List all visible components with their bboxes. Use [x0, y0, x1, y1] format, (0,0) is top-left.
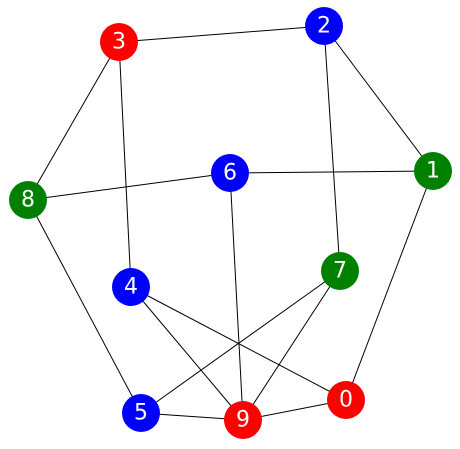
- edge-3-8: [27, 41, 120, 201]
- node-circle-8: [9, 181, 47, 219]
- edge-7-9: [242, 270, 341, 421]
- node-0: 0: [327, 381, 365, 419]
- node-circle-5: [122, 394, 160, 432]
- node-label-2: 2: [317, 14, 331, 39]
- node-label-7: 7: [333, 259, 347, 284]
- node-circle-9: [224, 401, 262, 439]
- node-circle-6: [211, 154, 249, 192]
- node-circle-2: [305, 7, 343, 45]
- node-layer: 0 1 2 3 4 5 6 7 8 9: [9, 7, 452, 439]
- edge-8-5: [27, 199, 142, 414]
- node-circle-0: [327, 381, 365, 419]
- node-6: 6: [211, 154, 249, 192]
- node-5: 5: [122, 394, 160, 432]
- edge-3-4: [118, 41, 132, 288]
- node-circle-1: [414, 152, 452, 190]
- node-2: 2: [305, 7, 343, 45]
- node-label-6: 6: [223, 161, 237, 186]
- node-4: 4: [112, 268, 150, 306]
- edge-2-7: [323, 25, 341, 272]
- node-1: 1: [414, 152, 452, 190]
- node-label-3: 3: [112, 30, 126, 55]
- node-label-5: 5: [134, 401, 148, 426]
- edge-1-0: [345, 170, 434, 401]
- node-label-9: 9: [236, 408, 250, 433]
- edge-8-6: [27, 172, 231, 201]
- node-8: 8: [9, 181, 47, 219]
- node-circle-4: [112, 268, 150, 306]
- edge-6-1: [229, 170, 434, 174]
- edge-7-5: [140, 270, 341, 414]
- node-7: 7: [321, 252, 359, 290]
- node-circle-3: [100, 23, 138, 61]
- edge-3-2: [118, 25, 325, 43]
- edge-layer: [27, 25, 434, 421]
- node-label-0: 0: [339, 388, 353, 413]
- edge-6-9: [229, 172, 244, 421]
- node-label-8: 8: [21, 188, 35, 213]
- edge-2-1: [323, 25, 434, 172]
- node-9: 9: [224, 401, 262, 439]
- node-label-4: 4: [124, 275, 138, 300]
- node-3: 3: [100, 23, 138, 61]
- node-label-1: 1: [426, 159, 440, 184]
- node-circle-7: [321, 252, 359, 290]
- edge-4-9: [130, 286, 244, 421]
